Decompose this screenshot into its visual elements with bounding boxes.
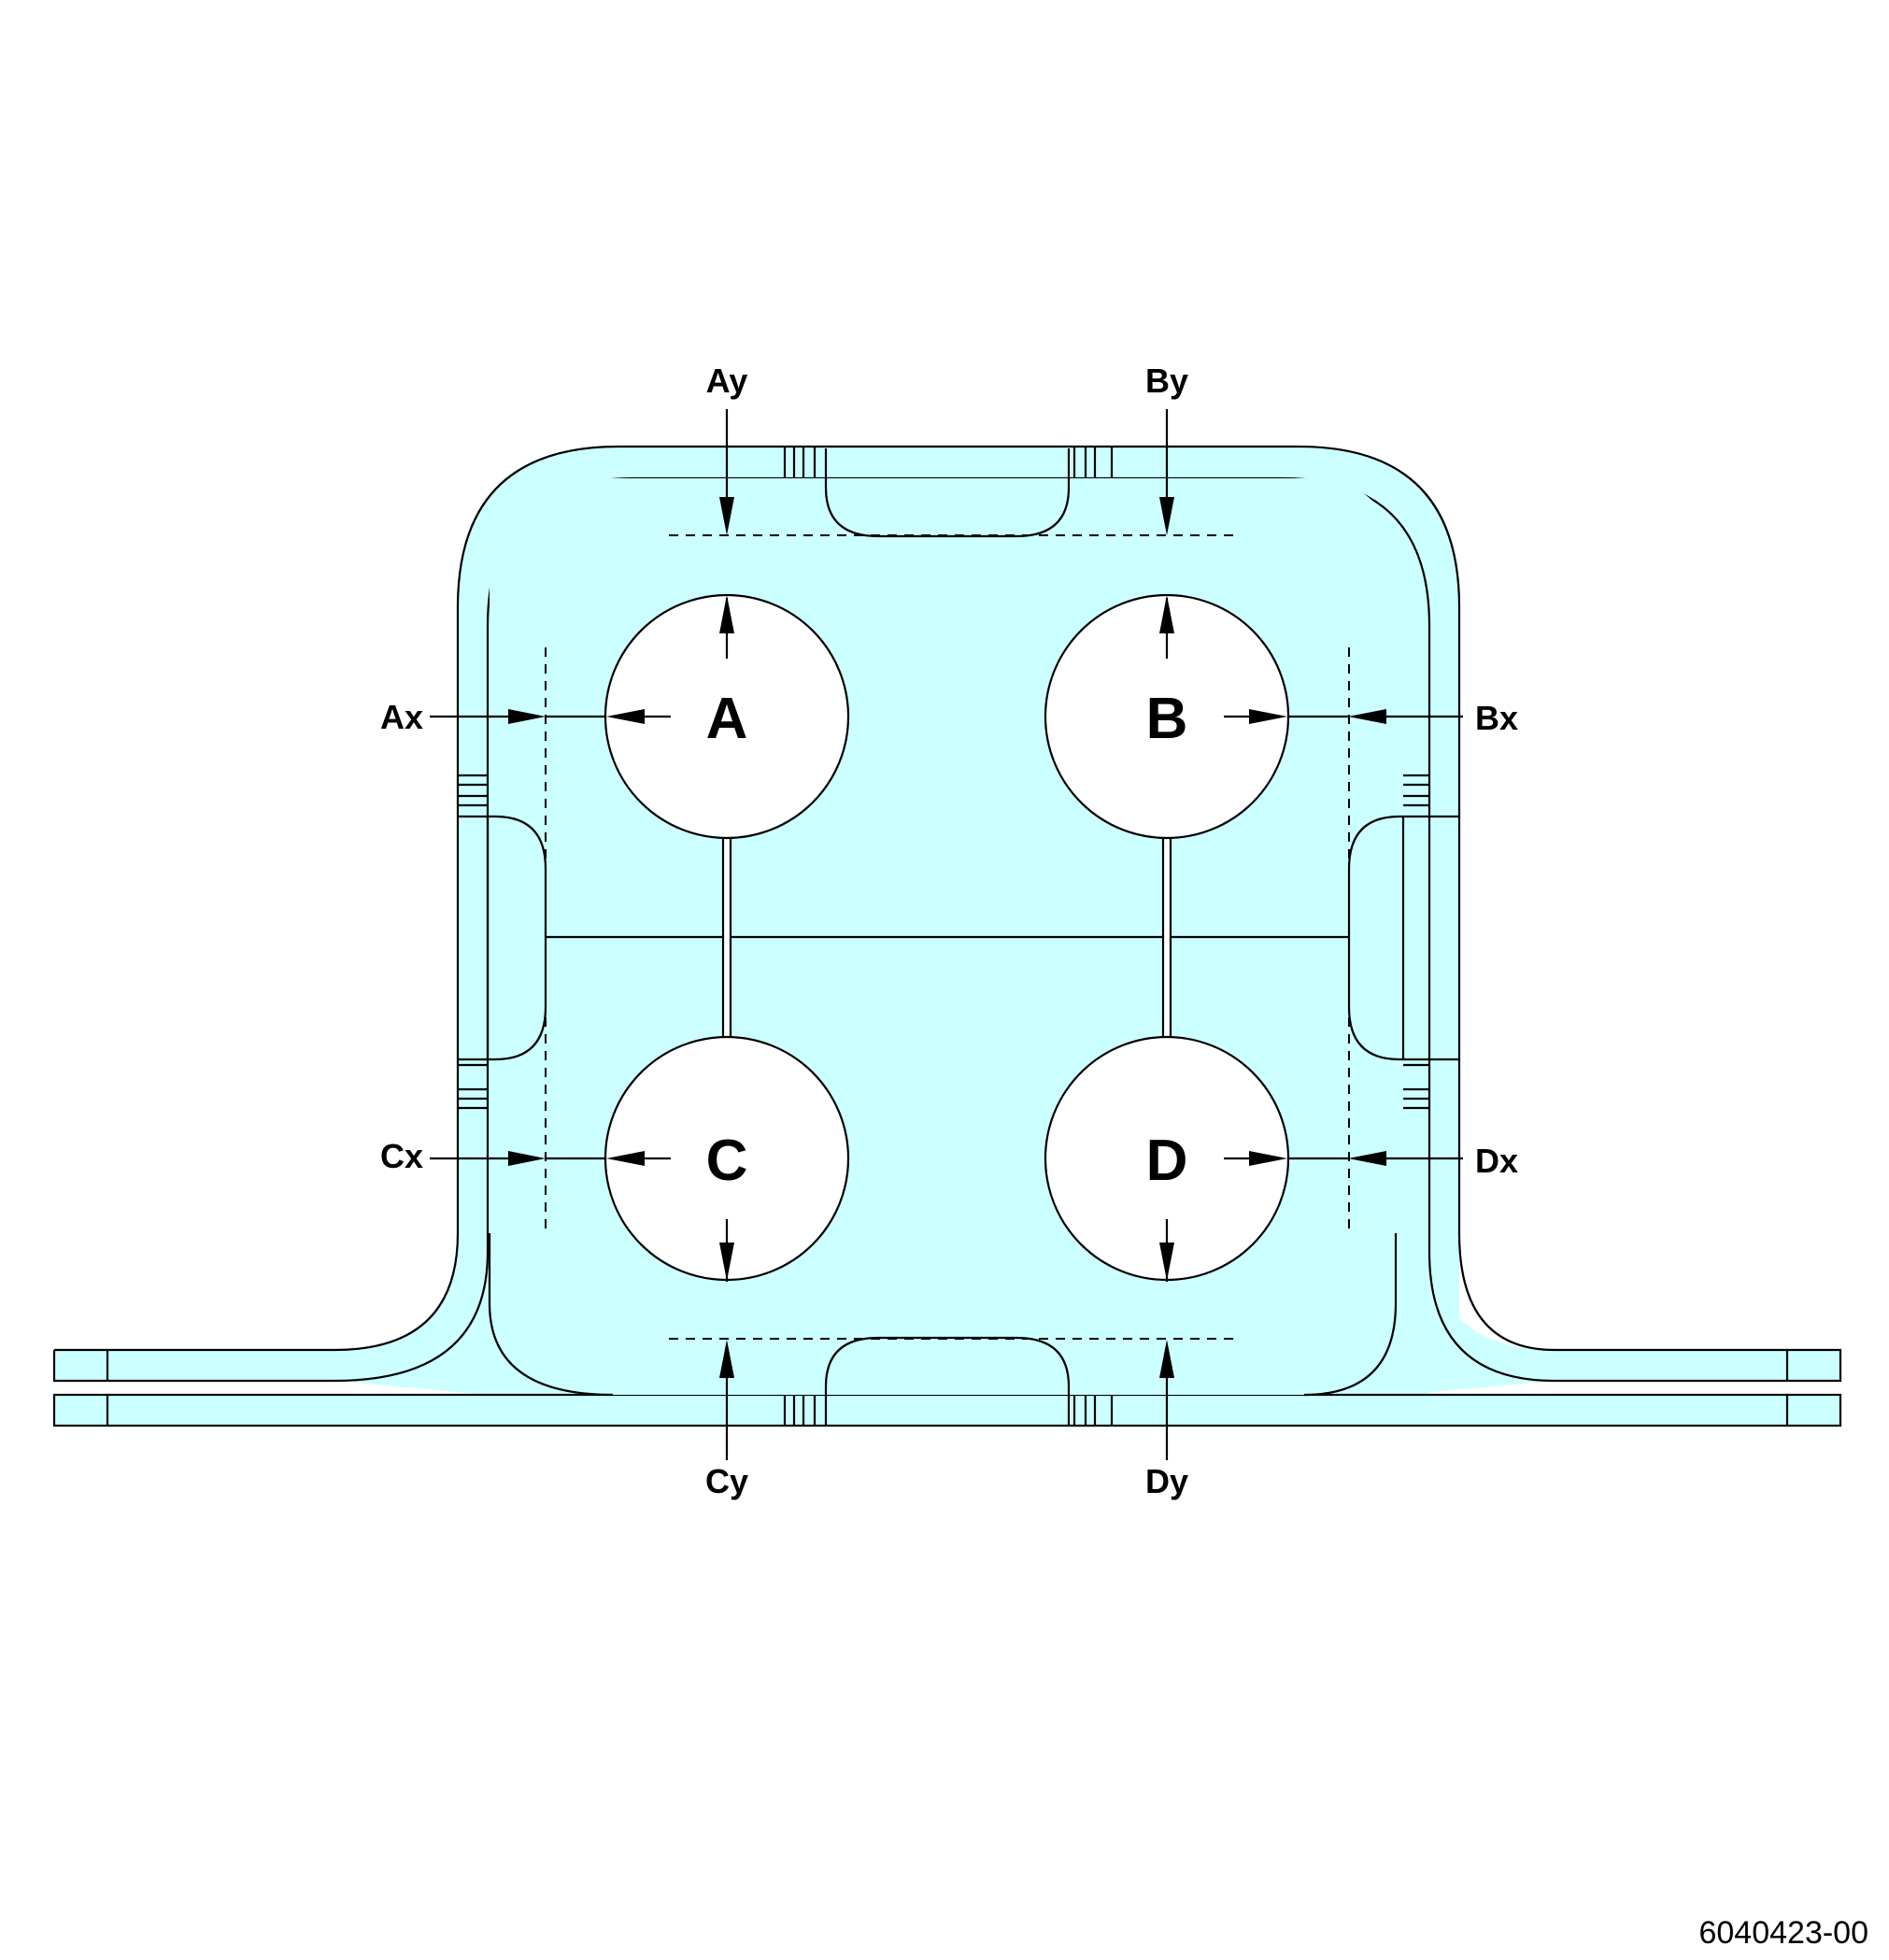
document-id: 6040423-00 [1698, 1915, 1868, 1951]
dimension-dy-label: Dy [1145, 1462, 1188, 1500]
dimension-dx: Dx [1224, 1142, 1518, 1180]
dimension-cy: Cy [705, 1219, 748, 1500]
dimension-cy-label: Cy [705, 1462, 748, 1500]
dimension-bx: Bx [1224, 699, 1518, 737]
dimension-by: By [1145, 362, 1188, 659]
dimension-bx-label: Bx [1475, 699, 1518, 737]
dimension-dx-label: Dx [1475, 1142, 1518, 1180]
slot-ac [721, 836, 732, 1037]
hole-c: C [604, 1035, 850, 1282]
dimension-ax: Ax [380, 698, 671, 736]
hole-c-label: C [706, 1129, 748, 1193]
hole-a: A [604, 593, 850, 840]
dimension-ay-label: Ay [706, 362, 748, 400]
dimension-ay: Ay [706, 362, 748, 659]
bottom-notch-lines [783, 1395, 1114, 1426]
hole-b-label: B [1146, 687, 1188, 751]
dimension-dy: Dy [1145, 1219, 1188, 1500]
reference-lines [545, 534, 1350, 1340]
dimension-by-label: By [1145, 362, 1188, 400]
left-notch-lines [458, 774, 490, 1110]
right-notch-lines [1401, 774, 1429, 1110]
hole-d: D [1044, 1035, 1290, 1282]
top-notch-lines [783, 447, 1114, 478]
hole-a-label: A [706, 687, 748, 751]
dimension-ax-label: Ax [380, 698, 423, 736]
dimension-cx-label: Cx [380, 1137, 423, 1175]
slot-bd [1161, 836, 1172, 1037]
dimension-cx: Cx [380, 1137, 671, 1175]
hole-d-label: D [1146, 1129, 1188, 1193]
bracket-plate [458, 447, 1459, 1426]
